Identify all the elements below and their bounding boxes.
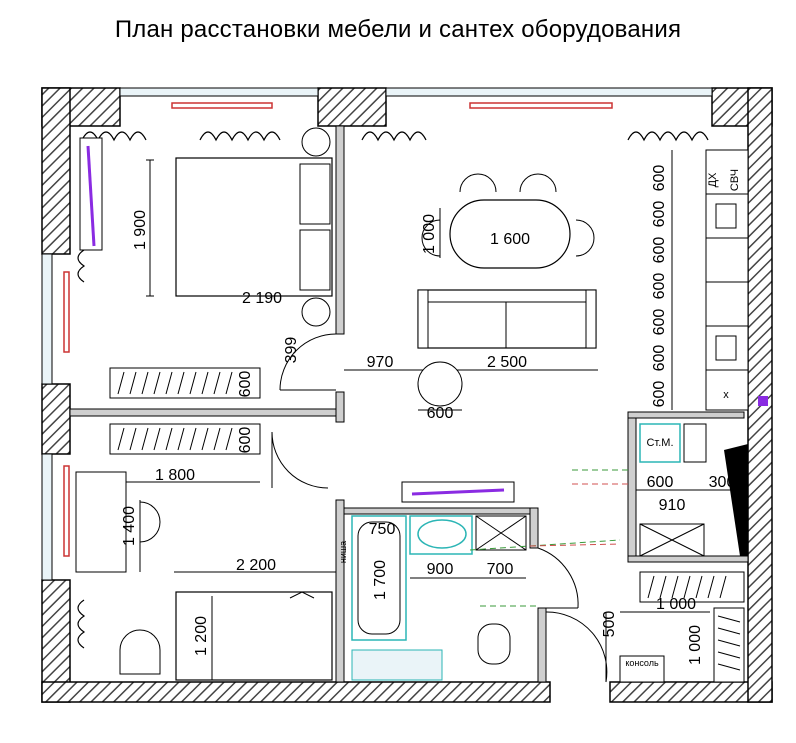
plan-title: План расстановки мебели и сантех оборудо… bbox=[114, 16, 682, 43]
dim-cabinet: 700 bbox=[487, 561, 514, 578]
dim-laundry-910: 910 bbox=[659, 497, 686, 514]
svg-text:600: 600 bbox=[651, 309, 668, 336]
label-microwave: СВЧ bbox=[729, 169, 741, 191]
svg-text:600: 600 bbox=[651, 273, 668, 300]
interior-walls bbox=[69, 125, 749, 683]
dim-laundry-600: 600 bbox=[647, 474, 674, 491]
desk bbox=[75, 471, 161, 573]
label-niche: ниша bbox=[338, 541, 348, 563]
label-console: консоль bbox=[625, 658, 659, 668]
dim-closet-v: 1 000 bbox=[687, 625, 704, 665]
dim-bed2-length: 2 200 bbox=[236, 557, 276, 574]
bed-1 bbox=[175, 127, 333, 327]
bed-2 bbox=[175, 591, 333, 681]
dim-wardrobe-a: 600 bbox=[237, 371, 254, 398]
dim-bath-length: 1 700 bbox=[372, 560, 389, 600]
dim-bed1-length: 1 900 bbox=[132, 210, 149, 250]
dim-sofa: 2 500 bbox=[487, 354, 527, 371]
dim-bed2-width: 1 200 bbox=[193, 616, 210, 656]
hall-closet bbox=[639, 571, 745, 683]
dim-round-table: 600 bbox=[427, 405, 454, 422]
svg-text:600: 600 bbox=[651, 381, 668, 408]
wardrobes bbox=[109, 367, 261, 455]
label-washer: Ст.М. bbox=[646, 437, 673, 449]
kitchen-dims: 600 600 600 600 600 600 600 bbox=[651, 165, 668, 408]
dim-door-500: 500 bbox=[601, 611, 618, 638]
dim-table-length: 1 600 bbox=[490, 231, 530, 248]
kitchen-cabinets bbox=[705, 149, 749, 411]
outer-walls bbox=[41, 87, 773, 703]
dim-corridor: 970 bbox=[367, 354, 394, 371]
dim-bed1-width: 2 190 bbox=[242, 290, 282, 307]
dim-desk: 1 400 bbox=[121, 506, 138, 546]
svg-text:600: 600 bbox=[651, 345, 668, 372]
laundry bbox=[639, 396, 768, 557]
dim-closet-h: 1 000 bbox=[656, 596, 696, 613]
tv-bedroom-1 bbox=[79, 137, 103, 251]
dim-table-width: 1 000 bbox=[421, 214, 438, 254]
label-kitchen-top: ДХ bbox=[707, 172, 719, 187]
dim-door-399: 399 bbox=[283, 337, 300, 364]
svg-text:600: 600 bbox=[651, 201, 668, 228]
sofa bbox=[417, 289, 597, 349]
curtains bbox=[77, 131, 709, 649]
label-kitchen-x: x bbox=[723, 389, 729, 401]
dim-wardrobe-length: 1 800 bbox=[155, 467, 195, 484]
svg-text:600: 600 bbox=[651, 165, 668, 192]
dim-sink: 900 bbox=[427, 561, 454, 578]
dim-bath-width: 750 bbox=[369, 521, 396, 538]
dining-table bbox=[421, 173, 595, 269]
bathroom bbox=[351, 515, 527, 681]
dim-laundry-300: 300 bbox=[709, 474, 736, 491]
windows bbox=[41, 87, 713, 581]
svg-text:600: 600 bbox=[651, 237, 668, 264]
dim-wardrobe-b: 600 bbox=[237, 427, 254, 454]
